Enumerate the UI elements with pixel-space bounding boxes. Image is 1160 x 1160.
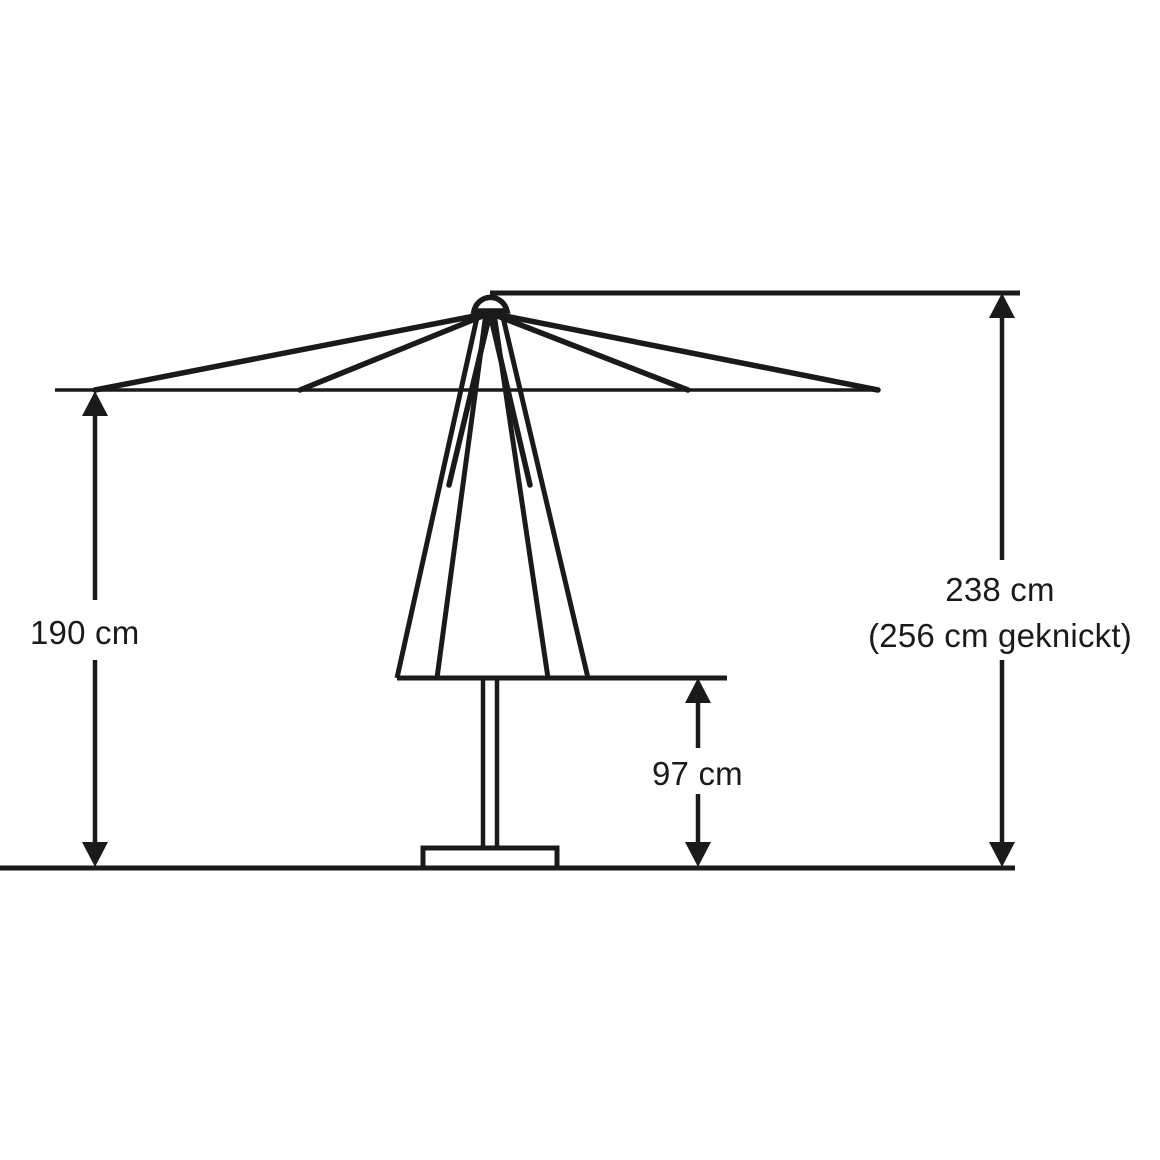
valance-edge-left-outer [394,312,481,679]
canopy-lower-cone-group [394,312,727,681]
valance-edge-left-inner [434,312,489,679]
dimension-97cm-group: 97 cm [652,678,743,867]
finial-icon [470,294,511,314]
canopy-rib-left-outer [92,310,493,393]
canopy-rib-left-mid [297,310,493,393]
dimension-238cm-group: 238 cm (256 cm geknickt) [868,293,1132,867]
canopy-rib-right-outer [487,310,881,393]
dimension-190cm-group: 190 cm [30,391,139,867]
dimension-238cm-arrow-bottom [989,842,1015,867]
center-pole-group [480,678,500,850]
valance-edge-right-outer [499,312,591,679]
dimension-190cm-arrow-top [82,391,108,416]
dimension-190cm-label: 190 cm [30,614,139,651]
canopy-rib-right-mid [487,310,691,393]
finial-dome-shape [470,294,511,314]
valance-edge-right-inner [491,312,551,679]
base-plate-group [420,845,560,871]
dimension-238cm-arrow-top [989,293,1015,318]
dimension-97cm-label: 97 cm [652,755,743,792]
dimension-238cm-sublabel: (256 cm geknickt) [868,617,1132,654]
dimension-97cm-arrow-top [685,678,711,703]
dimension-190cm-arrow-bottom [82,842,108,867]
dimension-238cm-label: 238 cm [945,571,1054,608]
dimension-97cm-arrow-bottom [685,842,711,867]
base-plate-shape [420,845,560,871]
canopy-upper-group [92,310,881,488]
